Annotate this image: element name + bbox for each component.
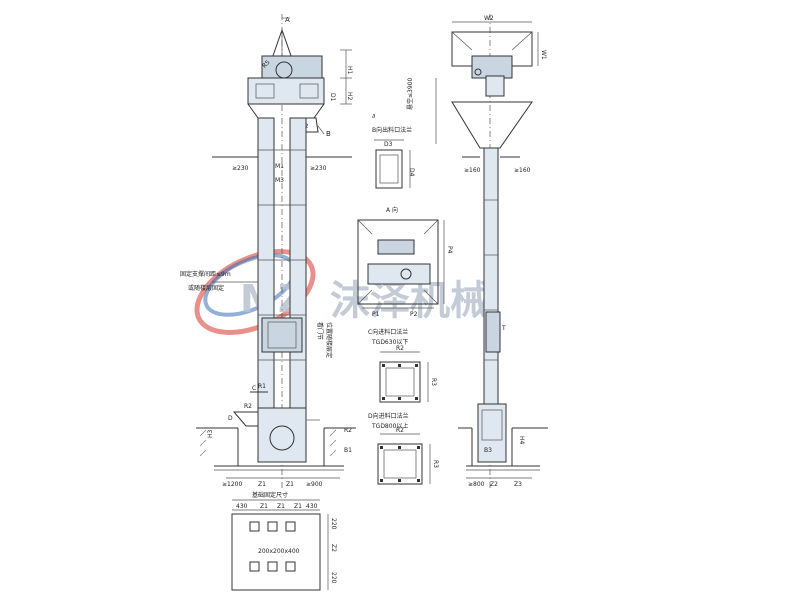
a-view-title: A 向 — [386, 206, 398, 214]
support-note-1: 固定支撑间距≤9m — [180, 270, 231, 278]
head-housing — [247, 77, 325, 105]
c-flange-view: C向进料口法兰 TGD630以下 R2 R3 — [368, 328, 437, 403]
a-view-motor — [377, 239, 415, 255]
a-view-p4: P4 — [446, 246, 453, 254]
side-top-dim: W2 — [484, 15, 494, 22]
foundation-right-3: 220 — [330, 572, 337, 584]
side-wall-left: ≥160 — [464, 167, 481, 174]
boot-r1: R1 — [258, 383, 266, 390]
c-flange-subtitle: TGD630以下 — [371, 339, 408, 346]
a-view-p2: P2 — [410, 311, 418, 318]
c-flange-r3: R3 — [430, 378, 437, 386]
bottom-right-dim: ≥900 — [306, 481, 323, 488]
height-h3: H3 — [207, 429, 214, 438]
head-motor-block — [261, 55, 323, 79]
dim-h2: H2 — [346, 92, 353, 101]
casing-right — [289, 117, 307, 409]
foundation-right-2: Z2 — [330, 544, 337, 552]
boot-r2: R2 — [244, 403, 252, 410]
d-flange-title: D向进料口法兰 — [368, 412, 409, 420]
height-b1: B1 — [344, 447, 352, 454]
casing-left — [257, 117, 275, 409]
front-m3: M3 — [275, 177, 284, 184]
b-flange-d4: D4 — [408, 168, 415, 177]
d-flange-r3: R3 — [432, 460, 439, 468]
door-note-1: 看门节 — [316, 322, 324, 340]
boot-housing — [257, 407, 307, 463]
door-note-2: 位置随楼层定 — [325, 322, 333, 358]
side-head-hopper — [451, 101, 533, 149]
b-flange-view: ∂ B向出料口法兰 D3 D4 — [372, 113, 415, 189]
front-m1: M1 — [275, 163, 284, 170]
d-flange-rect — [377, 443, 423, 485]
side-lift-note: 悬空≤3900 — [406, 78, 414, 110]
side-dim-w1: W1 — [540, 50, 547, 60]
b-flange-title: B向出料口法兰 — [372, 126, 412, 134]
b-flange-d3: D3 — [384, 141, 393, 148]
a-view: A 向 P1 P2 P4 — [357, 206, 453, 318]
foundation-dim-3: Z1 — [277, 503, 285, 510]
side-bottom-z3: Z3 — [514, 481, 522, 488]
bottom-z1-a: Z1 — [258, 481, 266, 488]
foundation-dim-1: 430 — [236, 503, 248, 510]
front-top-marker: A — [285, 16, 290, 24]
side-boot — [477, 403, 507, 463]
foundation-outline — [231, 513, 321, 591]
head-radius-label: R5 — [261, 59, 272, 70]
dim-h1: H1 — [346, 66, 353, 75]
foundation-dim-5: 430 — [306, 503, 318, 510]
side-pit — [458, 427, 548, 471]
bottom-z1-b: Z1 — [286, 481, 294, 488]
dim-d1: D1 — [329, 93, 336, 102]
side-head-pulley-box — [485, 75, 505, 97]
d-flange-subtitle: TGD800以上 — [371, 422, 408, 430]
a-view-body — [367, 263, 431, 285]
front-view: A R5 H1 H2 D1 D2 B ≥230 ≥230 M1 M3 — [180, 14, 356, 488]
height-r2: R2 — [344, 427, 352, 434]
support-note-2: 或随楼层固定 — [188, 284, 224, 292]
side-view: W2 W1 悬空≤3900 ≥160 M2 ≥160 T — [406, 14, 548, 488]
watermark-brand-text: 沫泽机械 — [330, 278, 490, 324]
front-wall-right: ≥230 — [310, 165, 327, 172]
side-casing — [483, 147, 499, 409]
side-wall-right: ≥160 — [514, 167, 531, 174]
c-flange-r2: R2 — [396, 345, 404, 352]
foundation-bolt-holes — [249, 521, 296, 572]
side-t-label: T — [501, 325, 506, 332]
foundation-title: 基础固定尺寸 — [252, 491, 288, 499]
bottom-left-dim: ≥1200 — [222, 481, 242, 488]
c-flange-rect — [379, 361, 421, 403]
c-flange-title: C向进料口法兰 — [368, 328, 408, 336]
foundation-dim-4: Z1 — [294, 503, 302, 510]
foundation-dim-2: Z1 — [260, 503, 268, 510]
side-b3: B3 — [484, 447, 492, 454]
b-flange-rect — [375, 149, 403, 189]
side-bottom-left: ≥800 — [468, 481, 485, 488]
foundation-center-label: 200x200x400 — [258, 548, 300, 555]
side-inspection-door — [485, 311, 501, 353]
a-view-frame — [357, 219, 439, 305]
boot-pit — [196, 427, 356, 471]
side-bottom-z2: Z2 — [490, 481, 498, 488]
foundation-right-1: 220 — [330, 518, 337, 530]
c-marker: C — [252, 385, 256, 392]
svg-text:∂: ∂ — [372, 113, 375, 120]
inspection-door — [261, 317, 303, 353]
side-h4: H4 — [518, 436, 525, 445]
d-flange-view: D向进料口法兰 TGD800以上 R2 R3 — [368, 412, 439, 485]
a-view-p1: P1 — [372, 311, 380, 318]
boot-pulley — [269, 425, 295, 451]
d-marker: D — [228, 415, 233, 422]
foundation-plan: 基础固定尺寸 430 Z1 Z1 Z1 430 200x200x400 220 … — [231, 491, 337, 591]
d-flange-r2: R2 — [396, 427, 404, 434]
front-wall-left: ≥230 — [232, 165, 249, 172]
front-side-marker: B — [326, 130, 331, 138]
casing-joints — [258, 149, 306, 361]
